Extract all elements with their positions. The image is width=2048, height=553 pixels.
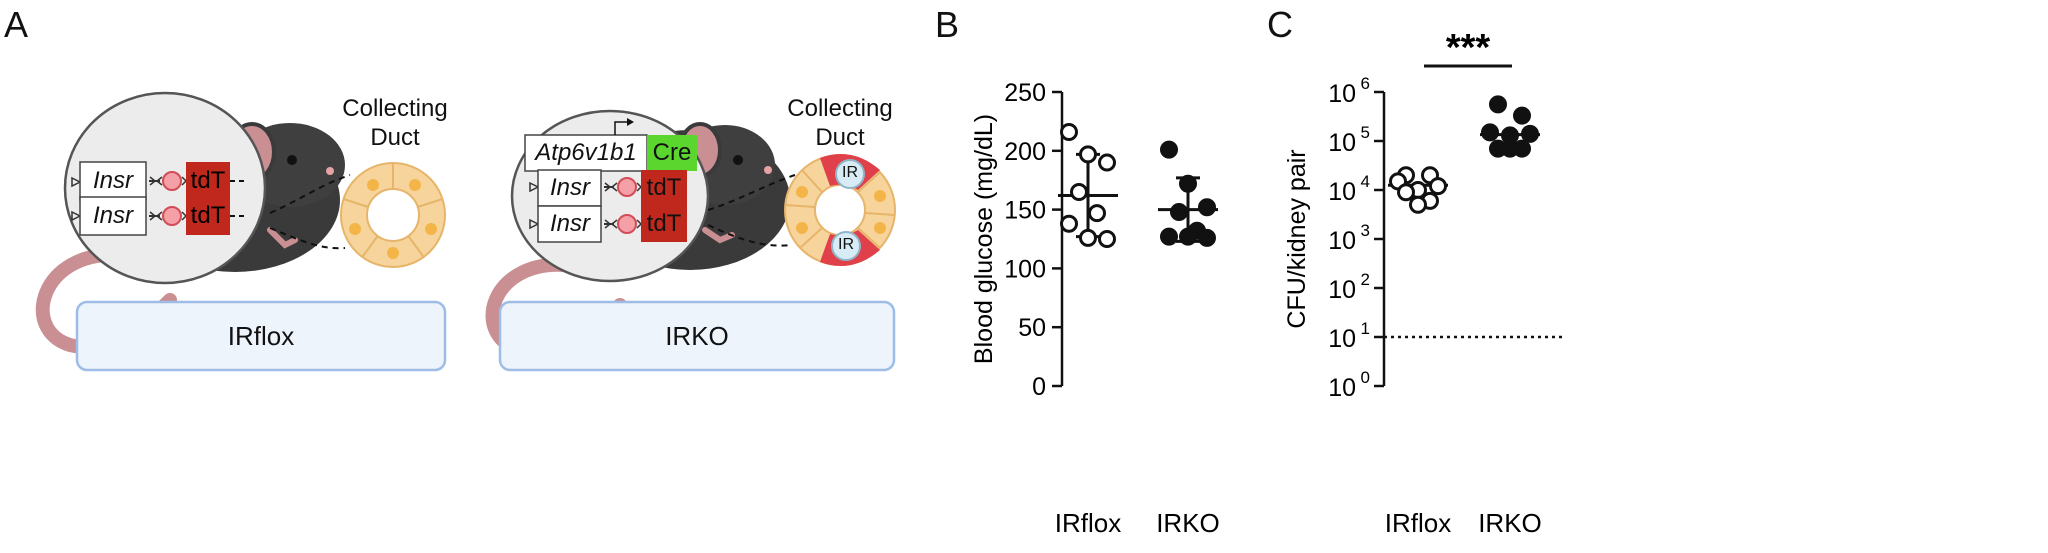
right-cre-label: Cre (652, 139, 692, 166)
data-point (1098, 153, 1116, 172)
y-tick-label: 10 (1328, 374, 1356, 402)
irflox-label-box (75, 300, 447, 372)
x-tick-label: IRflox (1385, 508, 1451, 538)
data-point (1179, 174, 1197, 193)
x-tick-label: IRKO (1156, 508, 1220, 538)
right-ir-cell-label-bottom: IR (838, 236, 854, 253)
right-gene-1-label: Insr (549, 174, 590, 201)
y-tick-exponent: 5 (1361, 123, 1370, 142)
left-gene-1-label: Insr (92, 167, 133, 194)
significance-label: *** (1446, 27, 1491, 69)
right-duct-title-1: Collecting (787, 95, 893, 122)
panel-letter-a: A (4, 4, 29, 45)
data-point (1501, 139, 1519, 158)
data-point (1079, 228, 1097, 247)
left-duct-title-1: Collecting (342, 95, 448, 122)
y-tick-label: 100 (1004, 255, 1046, 283)
panel-letter-c: C (1267, 4, 1293, 45)
y-tick-label: 200 (1004, 138, 1046, 166)
left-reporter-1-label: tdT (190, 167, 226, 194)
data-point (1060, 214, 1078, 233)
x-tick-label: IRflox (1055, 508, 1121, 538)
right-duct-title-2: Duct (815, 124, 865, 151)
data-point (1481, 123, 1499, 142)
data-point (1198, 228, 1216, 247)
data-point (1409, 195, 1427, 214)
y-tick-label: 10 (1328, 325, 1356, 353)
x-tick-label: IRKO (1478, 508, 1542, 538)
irflox-label: IRflox (227, 320, 295, 351)
panel-letter-b: B (935, 4, 960, 45)
data-point (1397, 183, 1415, 202)
right-reporter-2-label: tdT (646, 210, 682, 237)
y-tick-label: 10 (1328, 80, 1356, 108)
data-point (1170, 202, 1188, 221)
data-point (1513, 106, 1531, 125)
data-point (1179, 227, 1197, 246)
data-point (1070, 182, 1088, 201)
data-point (1079, 145, 1097, 164)
y-tick-label: 10 (1328, 178, 1356, 206)
y-tick-exponent: 1 (1361, 319, 1370, 338)
data-point (1160, 227, 1178, 246)
left-duct-title-2: Duct (370, 124, 420, 151)
left-construct-2 (71, 196, 244, 236)
right-collecting-duct (784, 154, 896, 266)
right-construct-2 (529, 205, 687, 243)
right-cre-construct (524, 118, 697, 172)
y-tick-label: 10 (1328, 276, 1356, 304)
right-construct-1 (529, 169, 687, 207)
y-tick-label: 10 (1328, 129, 1356, 157)
left-reporter-2-label: tdT (190, 202, 226, 229)
y-tick-label: 50 (1018, 314, 1046, 342)
irko-label-box (498, 300, 896, 372)
y-axis-label: CFU/kidney pair (1283, 149, 1311, 328)
right-gene-2-label: Insr (549, 210, 590, 237)
data-point (1160, 140, 1178, 159)
left-collecting-duct (340, 162, 446, 268)
y-tick-exponent: 6 (1361, 74, 1370, 93)
y-tick-label: 250 (1004, 79, 1046, 107)
left-construct-1 (71, 161, 244, 201)
data-point (1489, 95, 1507, 114)
data-point (1060, 122, 1078, 141)
y-tick-label: 10 (1328, 227, 1356, 255)
y-tick-exponent: 4 (1361, 172, 1370, 191)
y-tick-exponent: 3 (1361, 221, 1370, 240)
y-tick-exponent: 2 (1361, 270, 1370, 289)
data-point (1429, 177, 1447, 196)
right-promoter-label: Atp6v1b1 (535, 139, 637, 166)
right-reporter-1-label: tdT (646, 174, 682, 201)
left-gene-2-label: Insr (92, 202, 133, 229)
y-axis-label: Blood glucose (mg/dL) (970, 114, 998, 364)
irko-label: IRKO (665, 320, 729, 351)
y-tick-exponent: 0 (1361, 368, 1370, 387)
y-tick-label: 0 (1032, 373, 1046, 401)
right-ir-cell-label-top: IR (842, 164, 858, 181)
data-point (1088, 204, 1106, 223)
data-point (1521, 124, 1539, 143)
y-tick-label: 150 (1004, 197, 1046, 225)
data-point (1198, 198, 1216, 217)
data-point (1098, 230, 1116, 248)
